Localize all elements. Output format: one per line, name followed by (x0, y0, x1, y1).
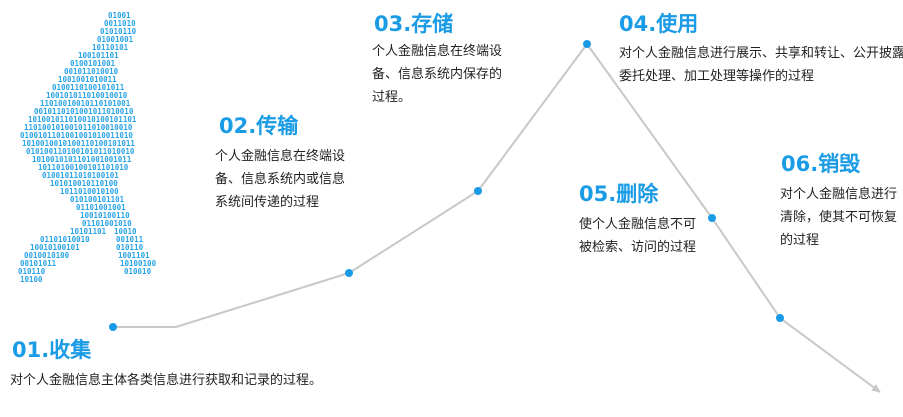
stage-title-transmit: 02.传输 (219, 110, 298, 140)
stage-desc-line: 个人金融信息在终端设 (215, 145, 345, 168)
stage-desc-line: 过程。 (372, 86, 502, 109)
stage-desc-line: 系统间传递的过程 (215, 191, 345, 214)
stage-desc-line: 备、信息系统内或信息 (215, 168, 345, 191)
stage-desc-delete: 使个人金融信息不可 被检索、访问的过程 (579, 213, 696, 259)
stage-title-store: 03.存储 (374, 8, 453, 38)
stage-desc-line: 使个人金融信息不可 (579, 213, 696, 236)
stage-desc-line: 被检索、访问的过程 (579, 236, 696, 259)
stage-desc-store: 个人金融信息在终端设 备、信息系统内保存的 过程。 (372, 40, 502, 109)
stage-desc-line: 委托处理、加工处理等操作的过程 (619, 65, 903, 88)
stage-title-collect: 01.收集 (12, 334, 91, 364)
stage-desc-line: 对个人金融信息主体各类信息进行获取和记录的过程。 (10, 369, 322, 392)
stage-dot-destroy (776, 314, 784, 322)
stage-dot-transmit (345, 269, 353, 277)
stage-desc-line: 的过程 (780, 229, 897, 252)
stage-desc-collect: 对个人金融信息主体各类信息进行获取和记录的过程。 (10, 369, 322, 392)
stage-title-delete: 05.删除 (579, 178, 658, 208)
stage-desc-line: 对个人金融信息进行展示、共享和转让、公开披露、 (619, 42, 903, 65)
stage-dot-delete (708, 214, 716, 222)
stage-desc-line: 清除，使其不可恢复 (780, 206, 897, 229)
stage-title-destroy: 06.销毁 (781, 148, 860, 178)
stage-dot-use (583, 40, 591, 48)
stage-dot-store (474, 187, 482, 195)
stage-desc-line: 对个人金融信息进行 (780, 183, 897, 206)
stage-desc-line: 备、信息系统内保存的 (372, 63, 502, 86)
stage-dot-collect (109, 323, 117, 331)
stage-desc-destroy: 对个人金融信息进行 清除，使其不可恢复 的过程 (780, 183, 897, 252)
stage-desc-line: 个人金融信息在终端设 (372, 40, 502, 63)
stage-desc-use: 对个人金融信息进行展示、共享和转让、公开披露、 委托处理、加工处理等操作的过程 (619, 42, 903, 88)
stage-title-use: 04.使用 (619, 8, 698, 38)
stage-desc-transmit: 个人金融信息在终端设 备、信息系统内或信息 系统间传递的过程 (215, 145, 345, 214)
